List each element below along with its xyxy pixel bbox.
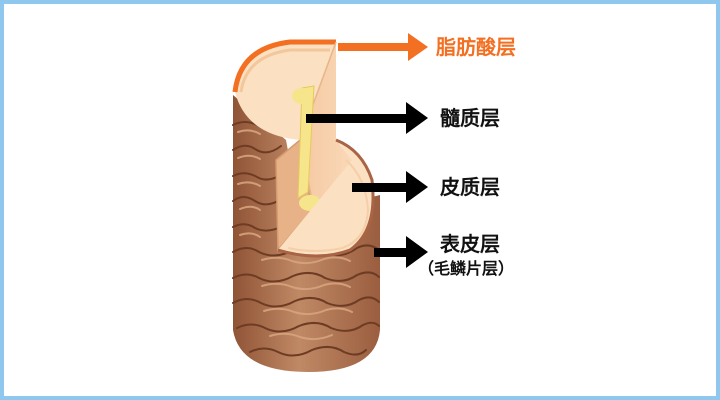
upper-cross-section <box>235 42 336 140</box>
vertical-cut-face <box>300 42 352 210</box>
arrow-right-icon <box>306 102 428 134</box>
lower-cross-section-inner <box>287 159 370 252</box>
label-cuticle: 表皮层 <box>440 232 500 256</box>
label-fatty-acid-layer: 脂肪酸层 <box>436 35 516 59</box>
medulla-top-cap <box>292 88 312 104</box>
label-cuticle-note: （毛鳞片层） <box>418 259 515 278</box>
arrow-right-icon <box>338 33 428 61</box>
lower-cross-section <box>278 140 374 256</box>
lower-cross-section-rim <box>277 138 375 258</box>
label-medulla: 髓质层 <box>440 106 500 130</box>
upper-cross-section-ring <box>239 48 330 93</box>
label-cortex: 皮质层 <box>440 175 500 199</box>
arrow-right-icon <box>374 236 428 268</box>
fatty-acid-outline <box>232 39 336 93</box>
arrow-right-icon <box>352 171 428 203</box>
cuticle-highlights <box>237 129 353 341</box>
